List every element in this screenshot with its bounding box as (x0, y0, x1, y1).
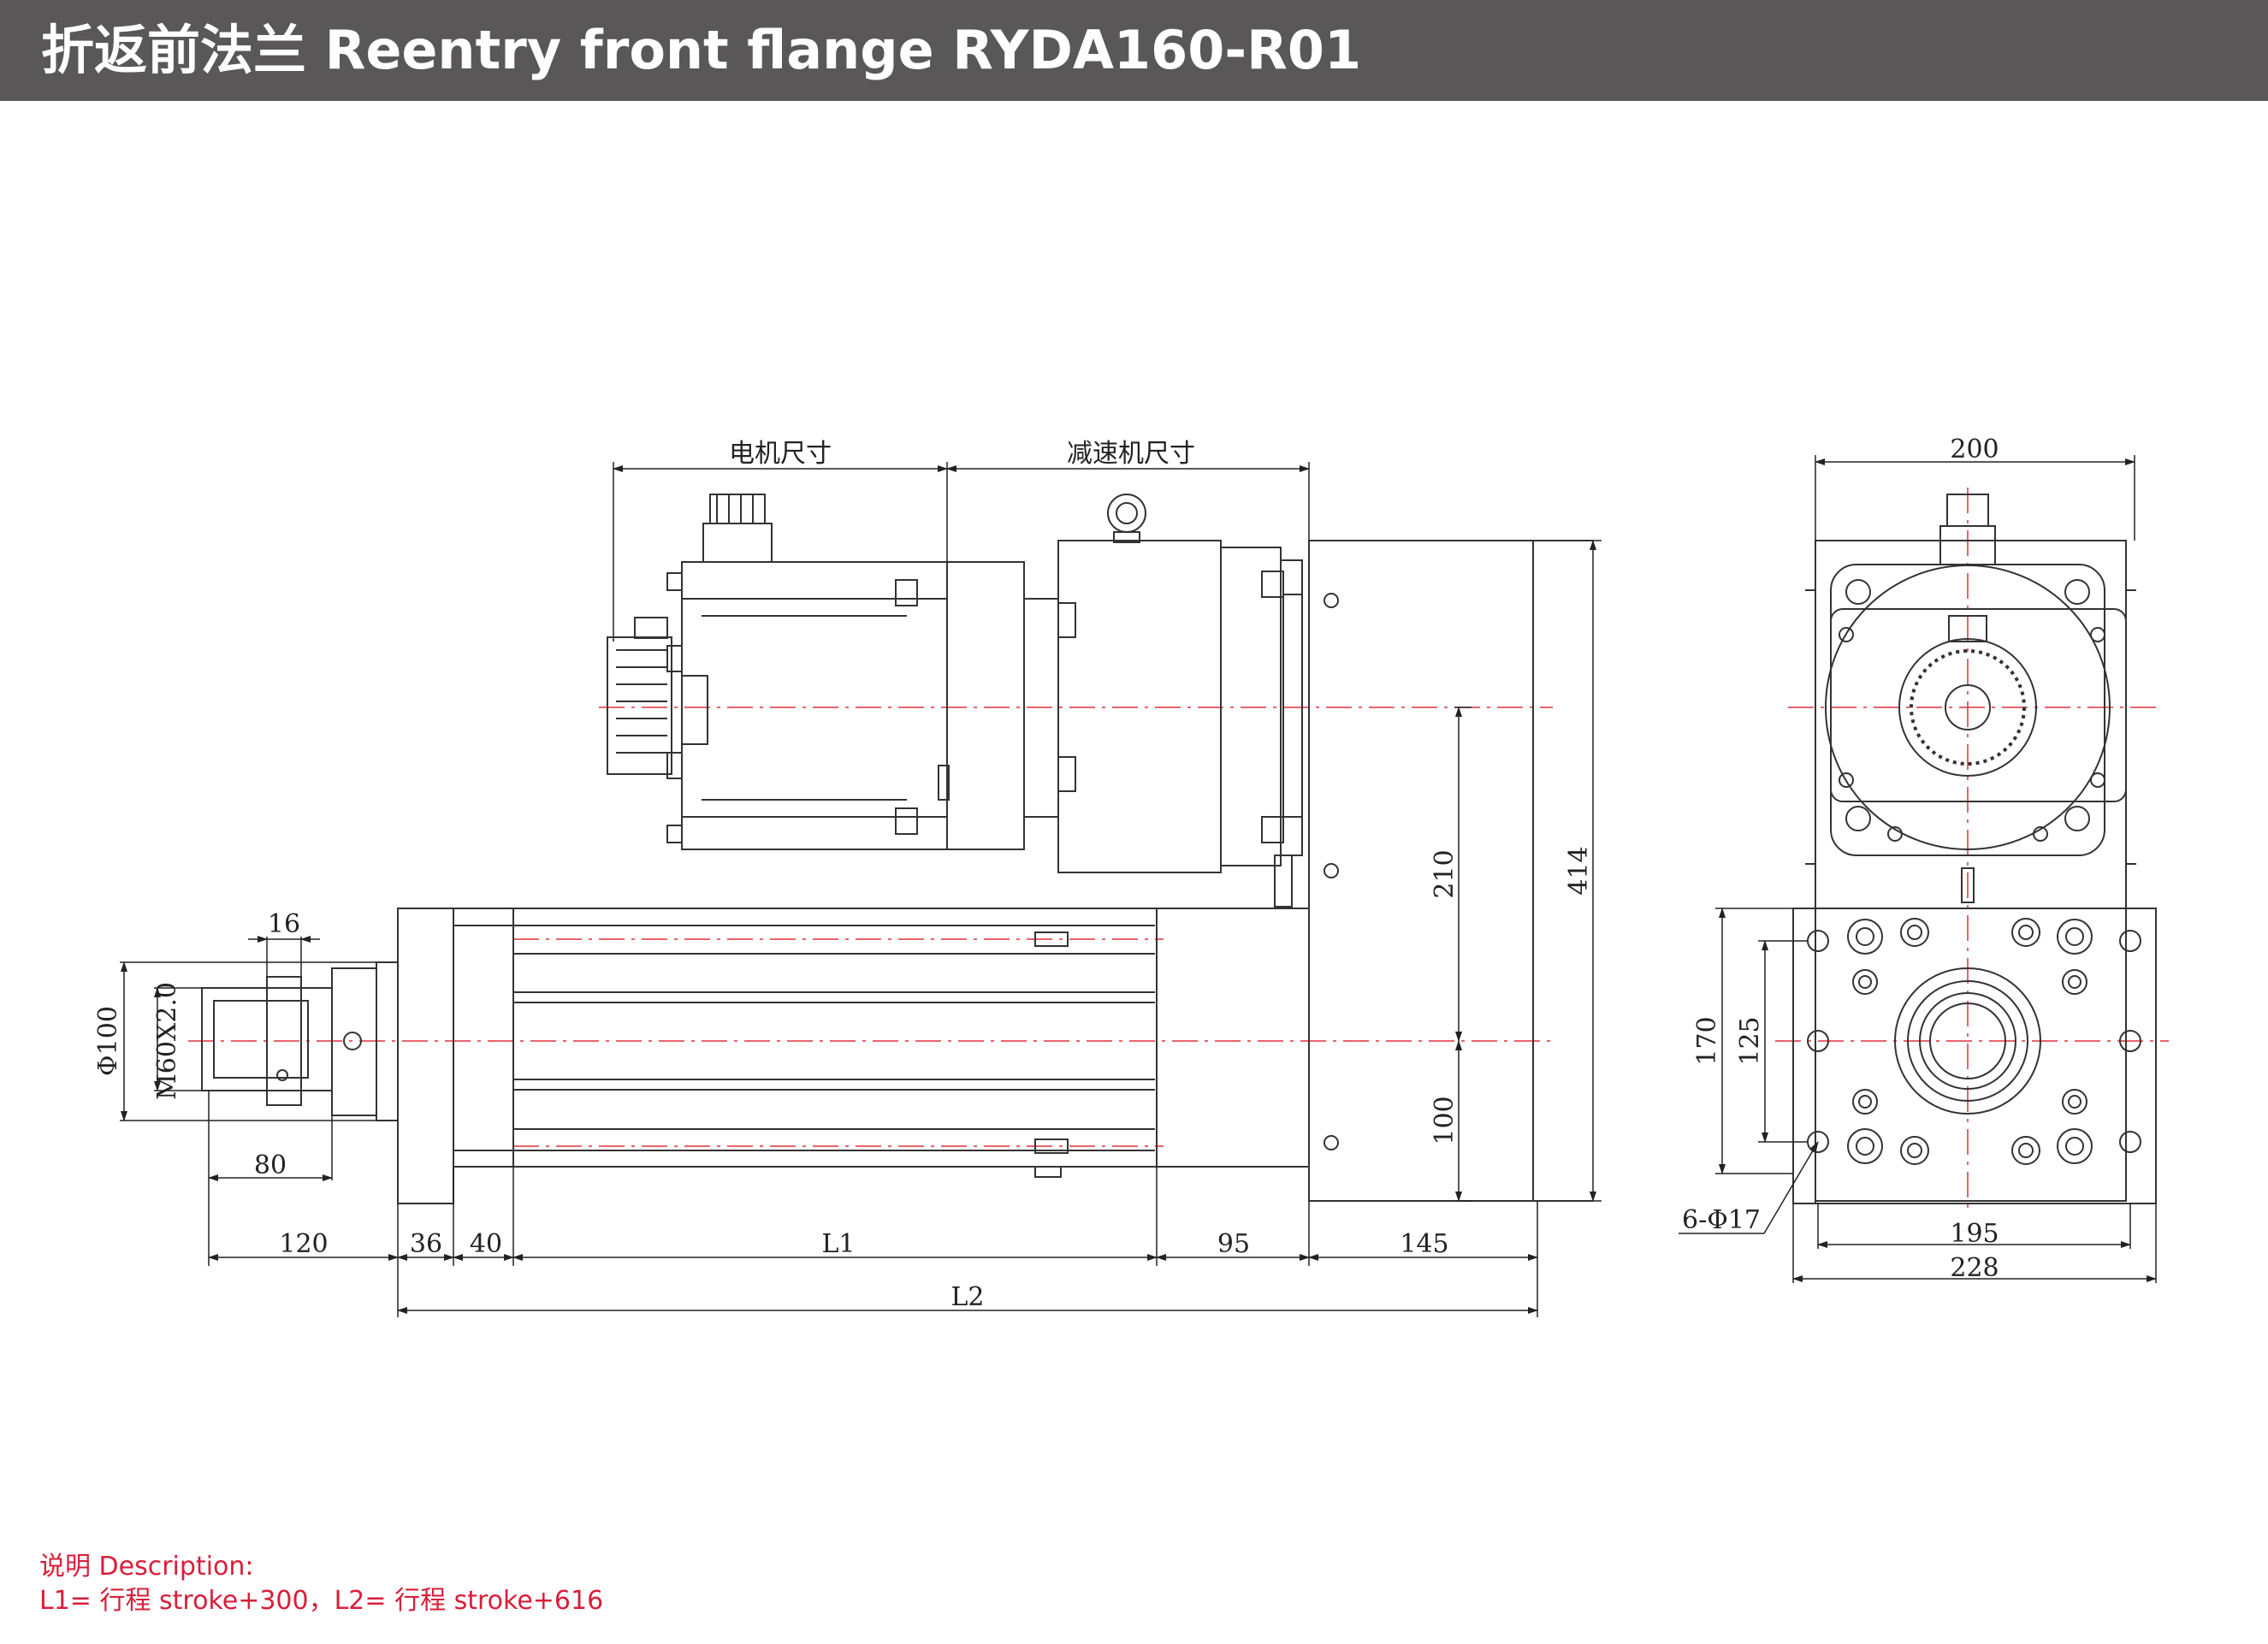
motor-size-label: 电机尺寸 (729, 439, 832, 469)
dim-phi100: Φ100 (93, 1006, 123, 1076)
dim-L2: L2 (950, 1282, 984, 1312)
dim-125: 125 (1735, 1016, 1765, 1065)
dim-L1: L1 (821, 1229, 855, 1259)
dim-100: 100 (1430, 1096, 1460, 1144)
dim-holes: 6-Φ17 (1682, 1205, 1761, 1235)
description-notes: 说明 Description: L1= 行程 stroke+300，L2= 行程… (39, 1550, 603, 1618)
notes-formula: L1= 行程 stroke+300，L2= 行程 stroke+616 (39, 1586, 604, 1616)
dim-145: 145 (1400, 1229, 1448, 1259)
dim-120: 120 (279, 1229, 328, 1259)
side-view-dimension-text: 电机尺寸 减速机尺寸 16 Φ100 M60X2.0 80 120 36 40 … (93, 439, 1594, 1312)
end-view (1775, 488, 2169, 1215)
dim-95: 95 (1217, 1229, 1250, 1259)
motor-adapter (938, 561, 1059, 850)
dim-195: 195 (1950, 1219, 1999, 1249)
dim-414: 414 (1564, 846, 1594, 895)
side-view (188, 494, 1593, 1204)
dim-80: 80 (254, 1150, 287, 1180)
notes-heading: 说明 Description: (39, 1552, 254, 1582)
reducer-size-label: 减速机尺寸 (1067, 439, 1195, 469)
actuator-body (453, 908, 1310, 1178)
dim-200: 200 (1950, 435, 1999, 464)
side-view-dimensions (120, 462, 1602, 1317)
dim-170: 170 (1692, 1016, 1722, 1065)
rear-bracket (1308, 540, 1593, 1202)
dim-228: 228 (1950, 1253, 1999, 1283)
page-title: 折返前法兰 Reentry front flange RYDA160-R01 (0, 0, 2268, 101)
dim-210: 210 (1430, 849, 1460, 898)
dim-36: 36 (410, 1229, 442, 1259)
dim-16: 16 (268, 909, 300, 939)
dim-40: 40 (470, 1229, 502, 1259)
dim-thread: M60X2.0 (152, 982, 182, 1100)
end-view-dimension-text: 200 170 125 6-Φ17 195 228 (1682, 435, 1999, 1283)
motor (607, 494, 948, 850)
front-flange (201, 908, 454, 1204)
end-view-dimensions (1679, 455, 2157, 1283)
reducer (1057, 494, 1303, 908)
